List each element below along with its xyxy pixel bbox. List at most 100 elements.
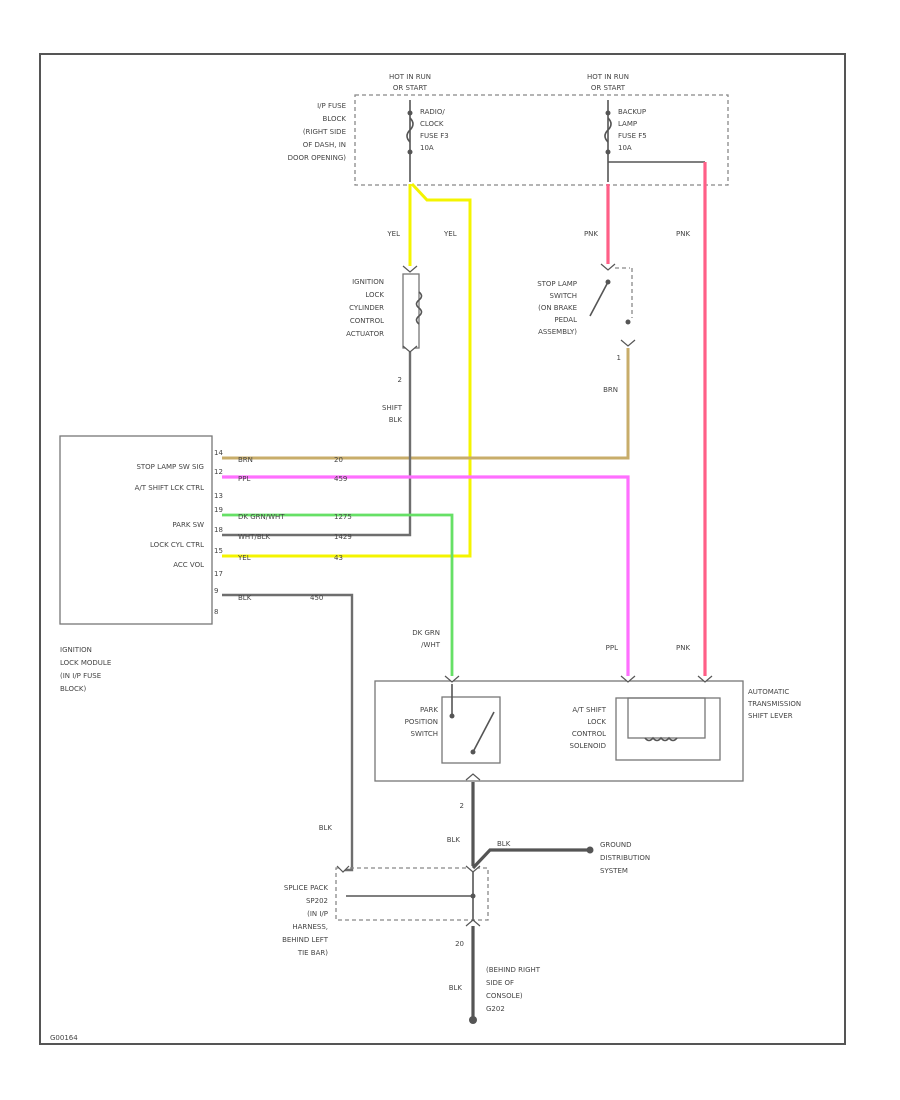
module-row-2-label: A/T SHIFT LCK CTRL [135,484,204,492]
module-row-5-circuit: 1429 [334,533,352,541]
wire-blk-module-ground [222,593,354,872]
park-switch-label-2: POSITION [405,718,438,726]
diagram-frame [39,53,846,1045]
stop-switch-label-1: STOP LAMP [537,280,577,288]
wire-label-dkgrn-2: /WHT [421,641,441,649]
splice-pack-outline [335,867,489,921]
hot-left-line2: OR START [393,84,428,92]
splice-label-6: TIE BAR) [297,949,328,957]
park-switch-label-1: PARK [420,706,438,714]
module-row-7-pin: 17 [214,570,223,578]
park-switch-connector [444,675,460,683]
module-row-4-pin: 19 [214,506,223,514]
splice-dot [470,893,476,899]
stop-lamp-pin: 1 [617,354,621,362]
fuse-right-element-icon [604,117,612,143]
module-name-4: BLOCK) [60,685,86,693]
solenoid-label-3: CONTROL [572,730,606,738]
actuator-coil-icon [415,291,423,325]
splice-label-5: BEHIND LEFT [282,936,329,944]
fuse-right-label-4: 10A [618,144,632,152]
stop-switch-connector-top [600,263,616,271]
wire-label-pnk-2: PNK [676,230,690,238]
module-row-8-pin: 9 [214,587,218,595]
fuse-right-dot-top [605,110,611,116]
module-row-8-wire: BLK [238,594,252,602]
fuse-right-label-3: FUSE F5 [618,132,647,140]
wire-label-dkgrn-1: DK GRN [412,629,440,637]
fuse-left-dot-bottom [407,149,413,155]
wire-label-yel-2: YEL [443,230,457,238]
splice-label-4: HARNESS, [292,923,328,931]
stop-switch-contact [625,319,631,325]
wire-label-pnk-1: PNK [584,230,598,238]
park-switch-pivot [470,749,476,755]
module-box [59,435,213,625]
fuse-left-label-3: FUSE F3 [420,132,449,140]
ground-section: BLK BLK GROUND DISTRIBUTION SYSTEM SPLIC… [282,782,650,1024]
wire-label-brn: BRN [603,386,618,394]
wire-blk-ground-dist [471,848,588,870]
hot-right-line2: OR START [591,84,626,92]
stop-switch-blade-icon [589,281,609,317]
fuse-block-label-3: (RIGHT SIDE [303,128,346,136]
ground-dist-label-2: DISTRIBUTION [600,854,650,862]
shift-lever-name-1: AUTOMATIC [748,688,789,696]
module-row-6-wire: YEL [237,554,251,562]
actuator-label-3: CYLINDER [349,304,384,312]
solenoid-label-2: LOCK [587,718,606,726]
stop-lamp-switch: 1 STOP LAMP SWITCH (ON BRAKE PEDAL ASSEM… [537,263,636,362]
solenoid-label-1: A/T SHIFT [572,706,606,714]
shift-lever-name-2: TRANSMISSION [747,700,801,708]
fuse-block-outline [354,94,729,186]
wire-shift-blk [222,352,412,537]
module-row-5-label: LOCK CYL CTRL [150,541,204,549]
module-row-2-circuit: 459 [334,475,347,483]
ground-dist-arrow-icon [586,846,594,854]
fuse-right-label-2: LAMP [618,120,637,128]
ground-location-2: SIDE OF [486,979,514,987]
ground-location-4: G202 [486,1005,505,1013]
actuator-connector-bottom [402,345,418,353]
module-row-1-label: STOP LAMP SW SIG [136,463,204,471]
actuator-body [402,273,420,349]
module-row-9-pin: 8 [214,608,218,616]
stop-switch-connector-bottom [620,339,636,347]
solenoid-connector-ppl [620,675,636,683]
splice-connector-bottom [465,919,481,927]
module-row-4-wire: DK GRN/WHT [238,513,285,521]
module-name-3: (IN I/P FUSE [60,672,101,680]
splice-connector-left [336,865,350,873]
module-row-2-wire: PPL [238,475,250,483]
park-switch-label-3: SWITCH [411,730,438,738]
diagram-id: G00164 [50,1034,78,1042]
fuse-left-element-icon [406,117,414,143]
actuator-pin: 2 [398,376,402,384]
ground-location-1: (BEHIND RIGHT [486,966,541,974]
module-row-2-pin: 12 [214,468,223,476]
module-row-8-circuit: 450 [310,594,323,602]
module-row-4-circuit: 1275 [334,513,352,521]
stop-switch-label-3: (ON BRAKE [538,304,577,312]
fuse-right-label-1: BACKUP [618,108,646,116]
wire-label-blk-4: BLK [449,984,463,992]
wire-dkgrn-park [222,513,454,678]
ground-dist-label-3: SYSTEM [600,867,628,875]
module-name-2: LOCK MODULE [60,659,111,667]
module-name-1: IGNITION [60,646,92,654]
wire-ppl-solenoid [222,475,630,678]
module-row-6-pin: 15 [214,547,223,555]
solenoid-coil-icon [644,736,678,742]
wire-label-blk-3: BLK [497,840,511,848]
shift-lever-box [374,680,744,782]
park-switch-blade-icon [472,711,495,753]
splice-pin: 20 [455,940,464,948]
wire-label-blk-1: BLK [319,824,333,832]
wire-yel-acc [222,182,472,558]
shift-lever-name-3: SHIFT LEVER [748,712,793,720]
actuator-label-4: CONTROL [350,317,384,325]
actuator-label-2: LOCK [365,291,384,299]
actuator-label-1: IGNITION [352,278,384,286]
module-row-1-circuit: 20 [334,456,343,464]
shift-lever-connector-bottom [465,773,481,781]
